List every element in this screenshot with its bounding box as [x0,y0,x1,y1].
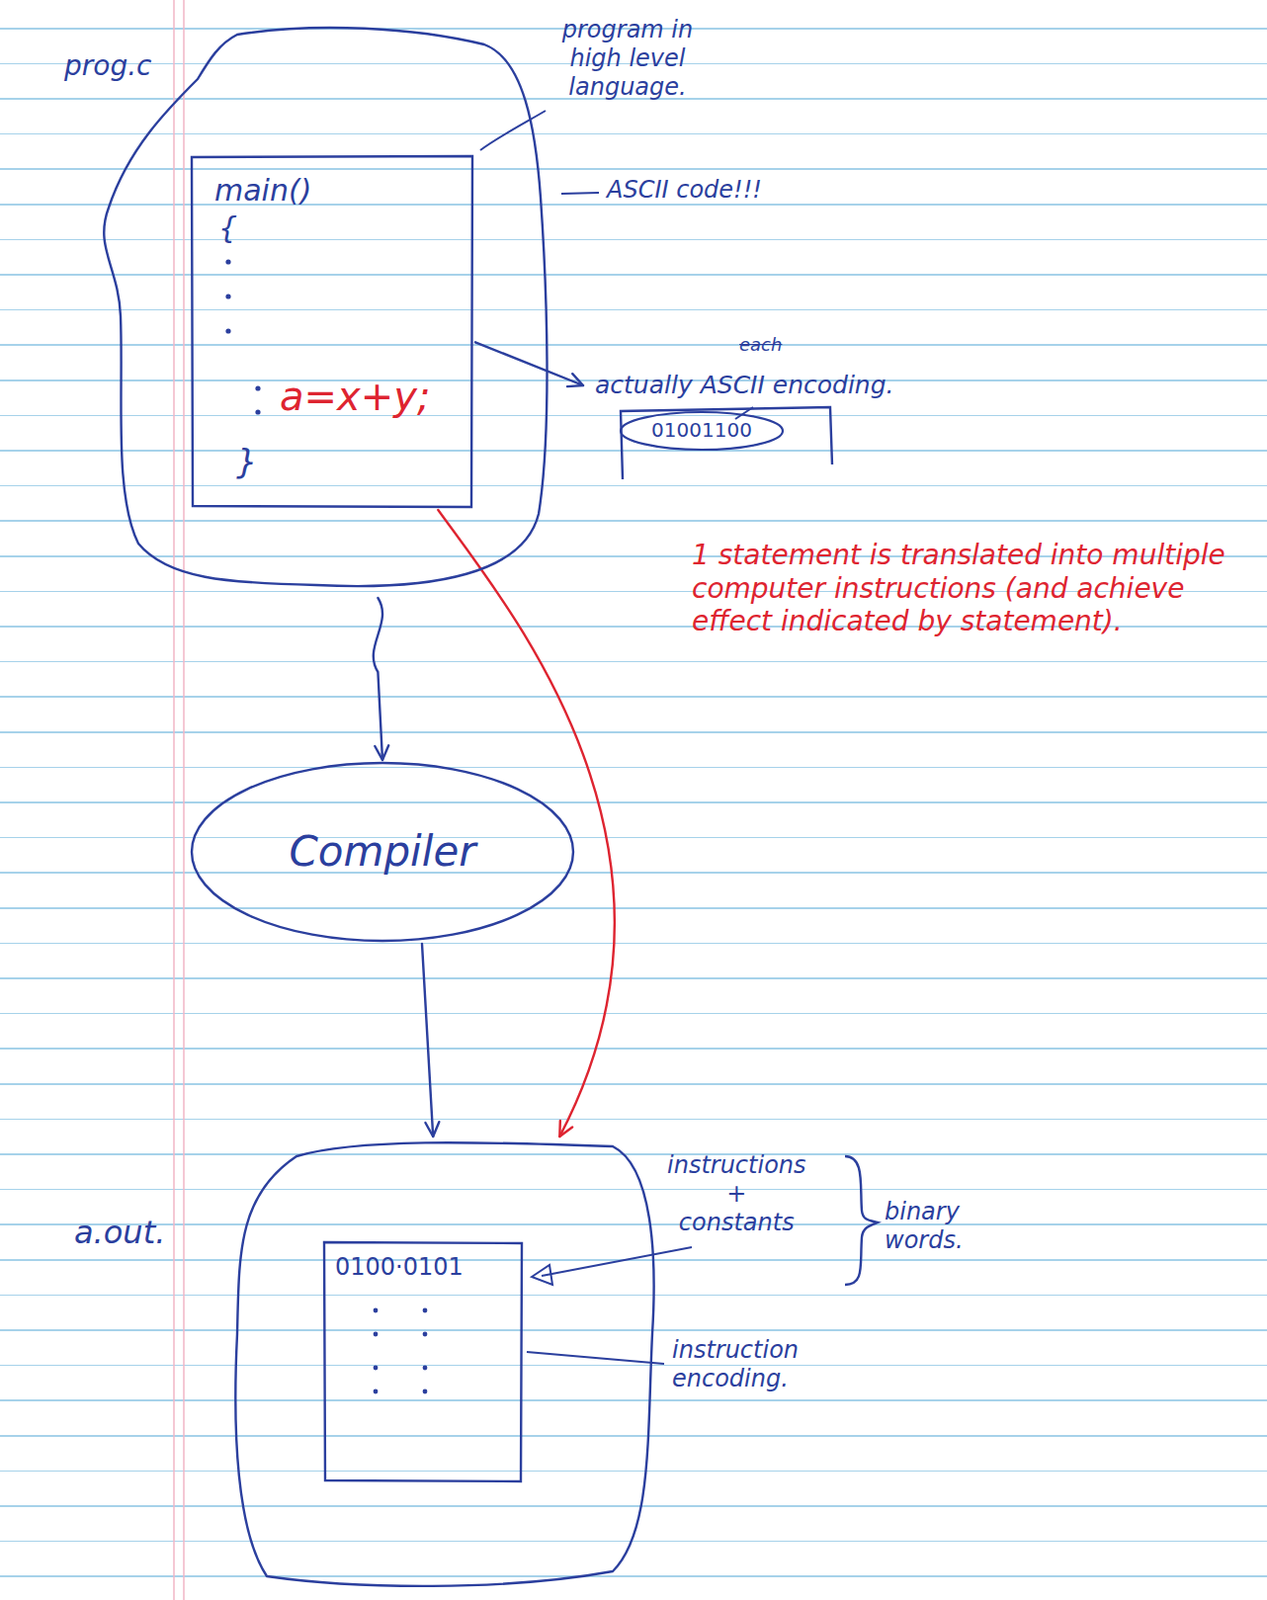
connector [373,597,383,761]
byte-ellipse [620,412,783,450]
compiler-ellipse: Compiler [188,760,577,944]
leader-arrow [541,1247,692,1276]
blob-path [235,1142,654,1587]
struck-word: each [739,334,782,356]
blob-path [103,27,547,587]
file-name: prog.c [64,49,152,84]
code-statement: a=x+y; [279,372,430,421]
binary-word: 0100·0101 [335,1253,464,1282]
arrow-head [559,1120,573,1137]
arrow-head [567,373,584,387]
code-box: main(){ a=x+y;} [188,153,476,510]
ellipse-path [191,762,574,941]
connector [475,341,584,386]
ellipsis-dots [225,258,260,415]
arrow-head [531,1265,553,1285]
blob-outline [59,19,574,598]
red-annotation: 1 statement is translated into multiple … [691,538,1256,639]
process-name: Compiler [288,827,476,877]
arrow-head [424,1121,439,1137]
binary-box: 0100·0101 [321,1239,525,1485]
box-path [191,156,473,507]
blob-outline [59,1136,663,1594]
binary-byte: 01001100 [622,418,781,442]
annotation: program in high level language. [548,15,707,101]
code-line: main() [214,172,312,209]
leader-line [561,192,599,194]
code-line: } [236,441,258,483]
margin-line [182,0,185,1600]
code-line: { [218,210,238,247]
annotation: instruction encoding. [672,1336,799,1394]
curly-brace [844,1156,878,1285]
leader-line [526,1351,665,1364]
arrow-head [374,745,389,761]
bracket-outline [583,345,969,485]
annotation: ASCII code!!! [606,175,762,205]
ascii-encoding-box: actually ASCII encoding. 01001100 [583,345,969,485]
note-heading: actually ASCII encoding. [594,370,895,401]
annotation: binary words. [884,1197,964,1256]
margin-line [172,0,175,1600]
bracket-path [620,407,833,480]
file-name: a.out. [74,1213,166,1252]
ellipsis-dots [373,1308,428,1395]
source-file-blob: prog.c main(){ a=x+y;} [59,19,574,598]
box-path [324,1242,522,1482]
executable-blob: a.out. 0100·0101 [59,1136,663,1594]
connector [437,509,615,1137]
annotation: instructions + constants [667,1151,807,1237]
connector [422,943,433,1137]
